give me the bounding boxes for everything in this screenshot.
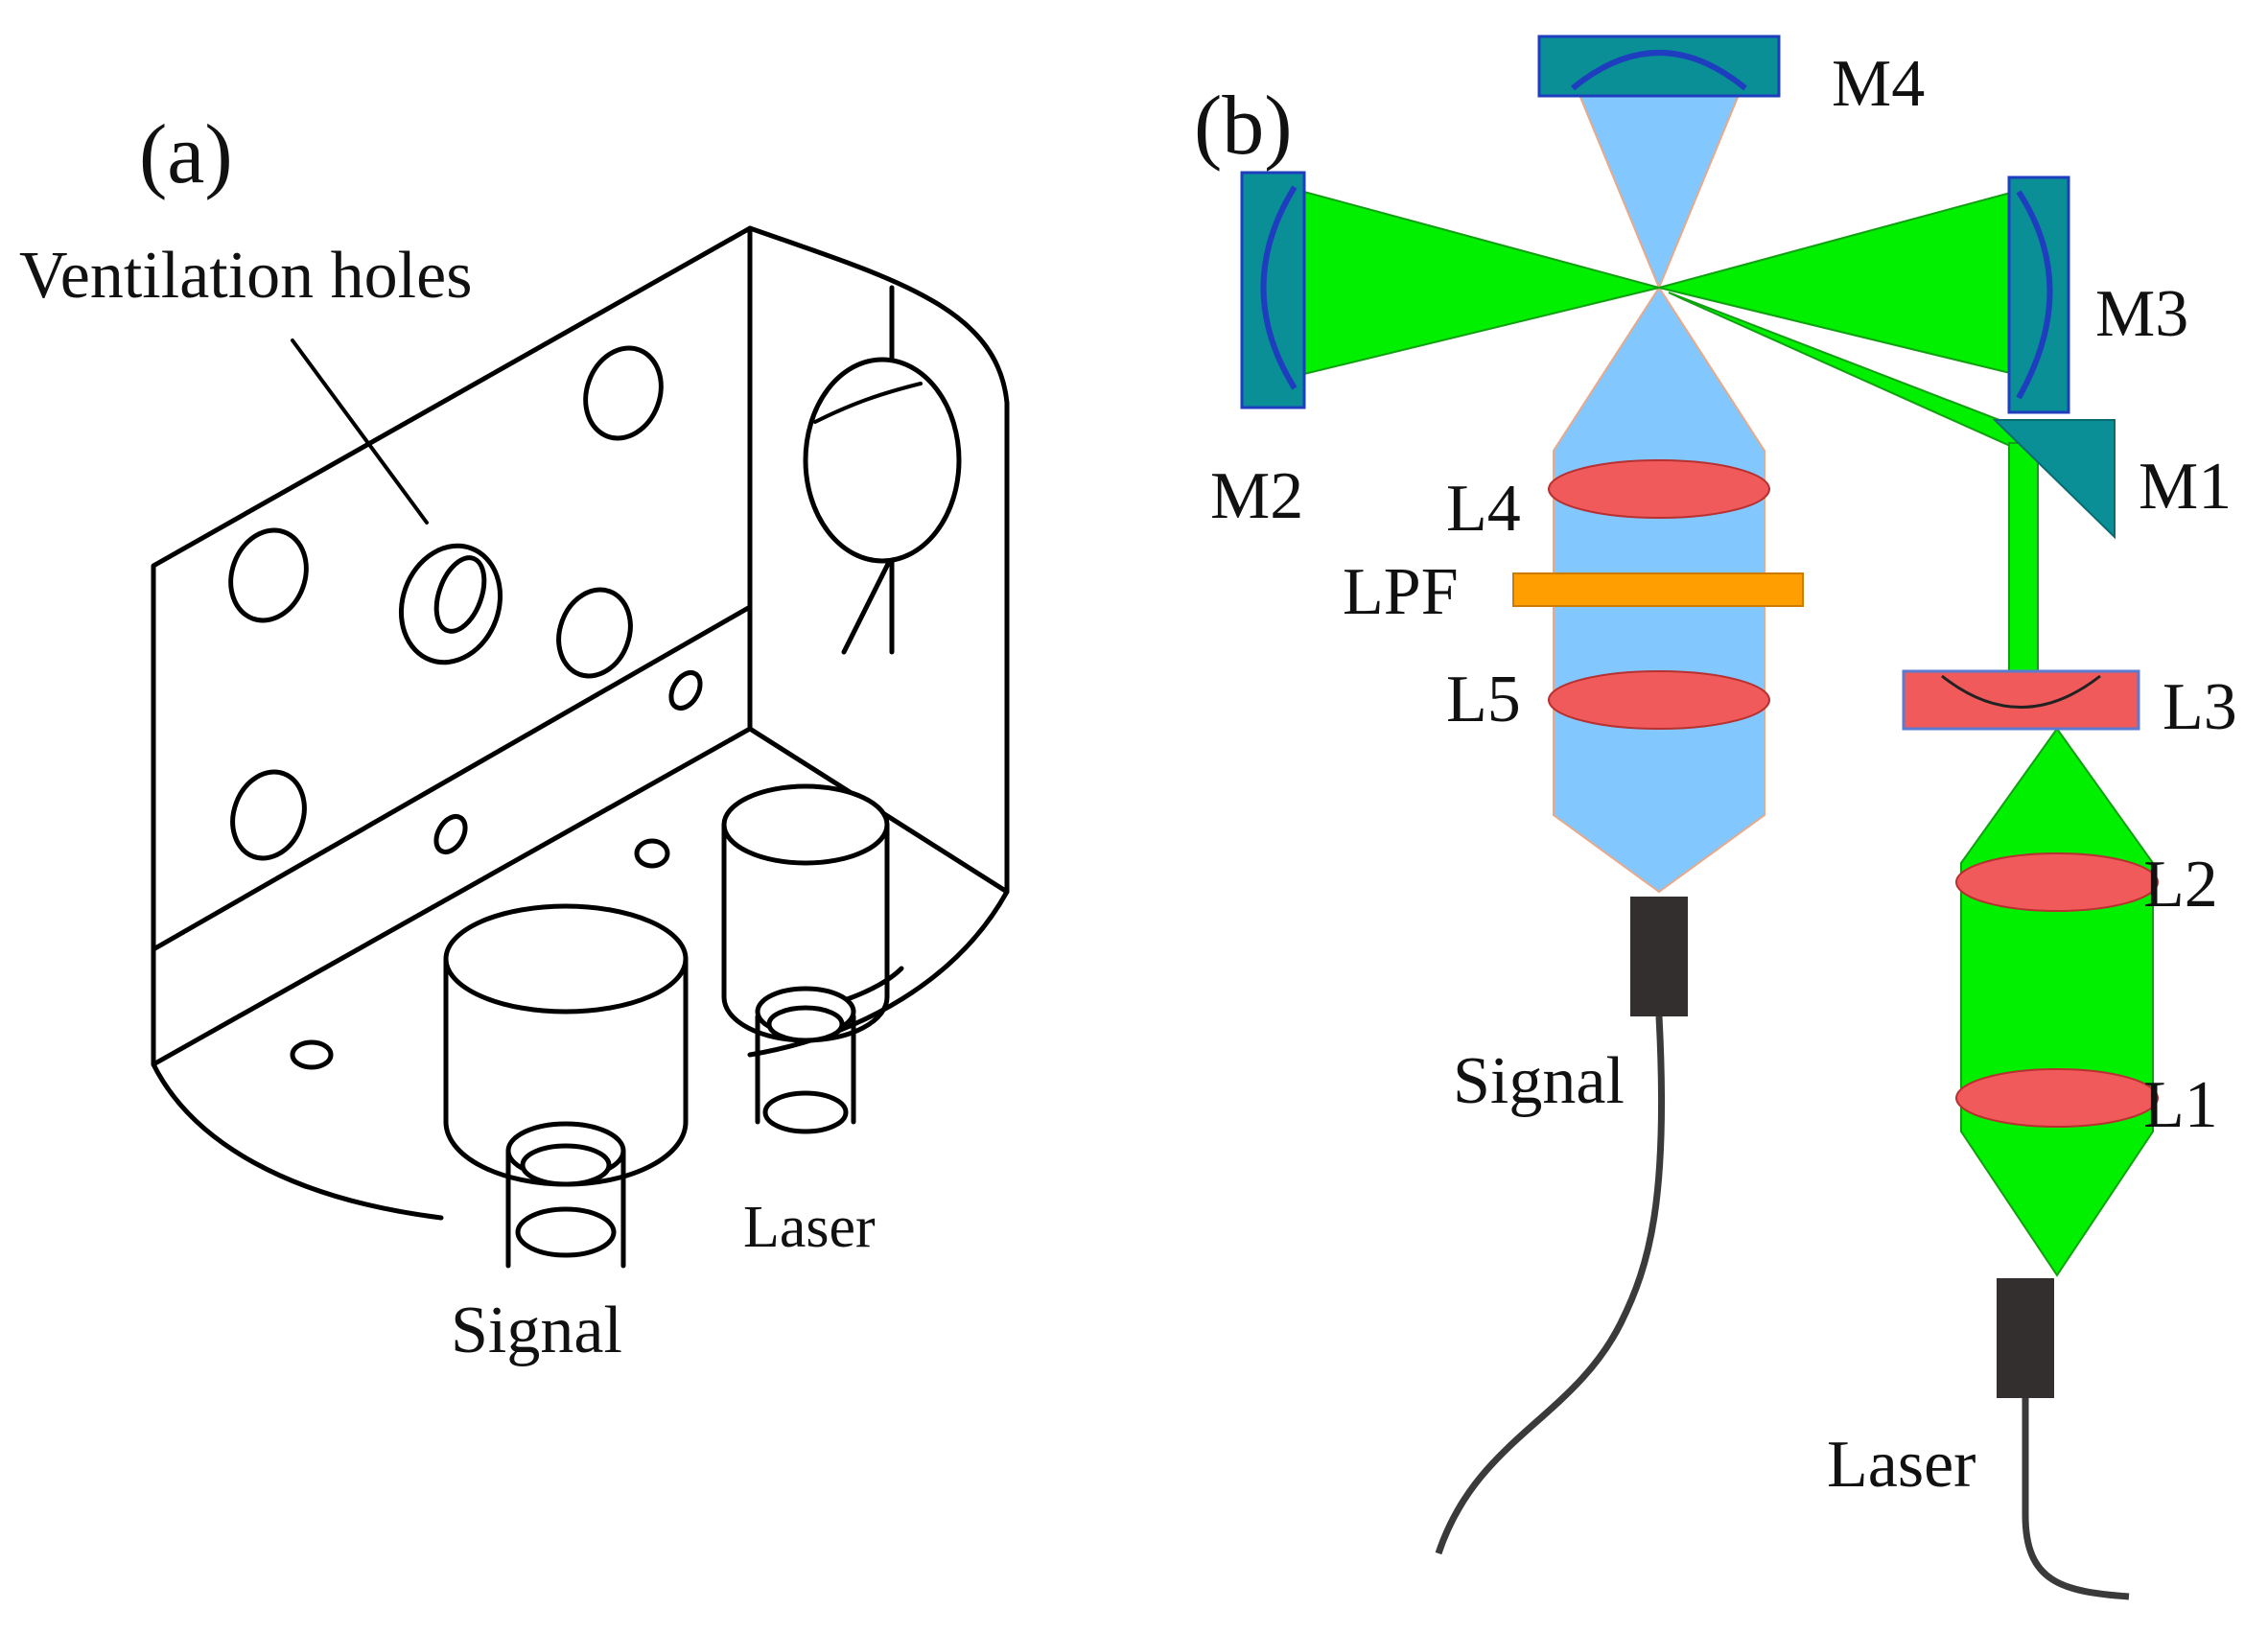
- ventilation-holes-callout: Ventilation holes: [19, 239, 472, 313]
- lens-l3: [1902, 669, 2140, 731]
- panel-b: (b): [1194, 35, 2237, 1600]
- excitation-beam-right: [1658, 190, 2015, 376]
- signal-connector: [443, 903, 689, 1269]
- housing-edge: [151, 726, 753, 1067]
- mirror-m3: [2007, 175, 2070, 414]
- panel-b-label: (b): [1194, 80, 1293, 173]
- ventilation-hole-inner: [433, 555, 487, 634]
- housing-bottom: [151, 1061, 444, 1221]
- m4-label: M4: [1832, 47, 1925, 121]
- small-hole: [668, 670, 703, 711]
- m1-label: M1: [2139, 450, 2232, 524]
- excitation-beam-left: [1303, 190, 1660, 376]
- lens-l2: [1955, 852, 2159, 912]
- laser-fiber: [2022, 1398, 2130, 1600]
- side-port-detail: [813, 382, 923, 424]
- l3-label: L3: [2163, 670, 2237, 744]
- l1-label: L1: [2143, 1068, 2218, 1142]
- mount-hole: [230, 769, 307, 861]
- mount-hole: [583, 345, 664, 441]
- excitation-beam-lower: [1960, 727, 2154, 1277]
- long-pass-filter: [1512, 572, 1804, 607]
- panel-a: (a) Ventilation holes: [19, 108, 1010, 1367]
- housing-side-face: [747, 225, 1010, 1058]
- panel-a-label: (a): [139, 108, 233, 201]
- excitation-beam-vertical: [2008, 442, 2039, 672]
- mirror-m1: [1992, 419, 2116, 540]
- laser-source-label: Laser: [1827, 1428, 1976, 1502]
- lens-l1: [1955, 1068, 2159, 1128]
- lens-l4: [1548, 459, 1770, 519]
- small-hole: [634, 838, 670, 869]
- signal-port-label: Signal: [451, 1294, 622, 1367]
- laser-connector: [721, 783, 890, 1134]
- l4-label: L4: [1446, 472, 1521, 546]
- signal-detector-label: Signal: [1453, 1044, 1625, 1118]
- side-port-hole: [803, 357, 962, 564]
- signal-beam-upper: [1571, 78, 1747, 291]
- small-hole: [290, 1039, 334, 1070]
- housing-drawing: [151, 225, 1010, 1269]
- laser-fiber-connector: [1997, 1278, 2054, 1398]
- m3-label: M3: [2095, 277, 2188, 351]
- lens-l5: [1548, 670, 1770, 730]
- signal-fiber: [1435, 1015, 1666, 1555]
- mirror-m2: [1240, 171, 1306, 409]
- laser-port-label: Laser: [743, 1195, 876, 1260]
- mount-hole: [228, 527, 309, 623]
- m2-label: M2: [1210, 459, 1303, 533]
- mount-hole: [556, 587, 633, 679]
- l5-label: L5: [1446, 663, 1521, 736]
- mirror-m4: [1537, 35, 1781, 98]
- lpf-label: LPF: [1343, 555, 1459, 629]
- callout-leader-line: [291, 338, 429, 525]
- small-hole: [433, 814, 468, 854]
- signal-fiber-connector: [1630, 897, 1688, 1016]
- l2-label: L2: [2143, 848, 2218, 921]
